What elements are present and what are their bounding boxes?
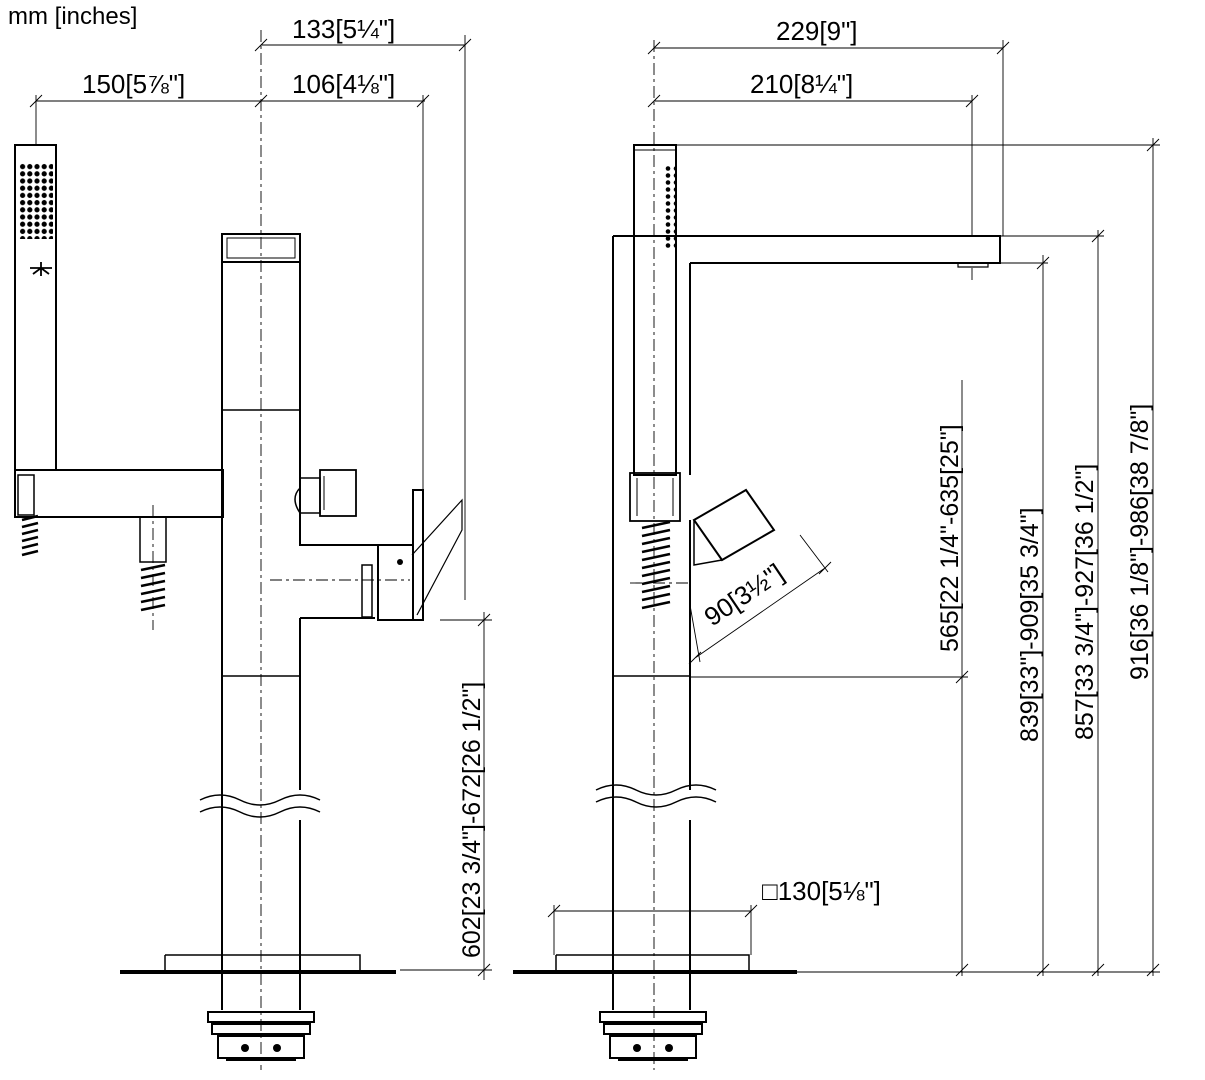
shower-rod (633, 144, 677, 476)
dim-90: 90[3½"] (699, 557, 789, 631)
left-view (14, 30, 492, 1070)
hand-shower (14, 144, 57, 557)
dim-106: 106[4⅛"] (292, 69, 395, 99)
lever-right (692, 488, 776, 566)
lever-handle (361, 489, 463, 621)
units-label: mm [inches] (8, 3, 137, 30)
dim-839: 839[33"]-909[35 3/4"] (1016, 507, 1044, 742)
base-plate (164, 954, 361, 972)
hose-spring-icon-right (641, 520, 671, 610)
dim-916: 916[36 1/8"]-986[38 7/8"] (1126, 404, 1154, 680)
floor-line-left (120, 970, 396, 974)
spout (612, 235, 1001, 264)
dim-210: 210[8¼"] (750, 69, 853, 99)
base-plate-right (555, 954, 750, 972)
shower-logo-icon (30, 262, 52, 276)
dim-150: 150[5⅞"] (82, 69, 185, 99)
dim-857: 857[33 3/4"]-927[36 1/2"] (1071, 464, 1099, 740)
main-column (221, 262, 301, 1010)
right-view (513, 40, 1160, 1070)
main-column-right (612, 263, 691, 1010)
dim-229: 229[9"] (776, 16, 858, 46)
hose-spring-icon (21, 514, 39, 557)
dim-602: 602[23 3/4"]-672[26 1/2"] (458, 682, 486, 958)
shower-holder-arm (14, 469, 224, 518)
dim-130: □130[5⅛"] (762, 876, 881, 906)
floor-line-right (513, 970, 797, 974)
dim-565: 565[22 1/4"-635[25"] (936, 424, 964, 652)
dim-133: 133[5¼"] (292, 14, 395, 44)
floor-nut-right (599, 974, 707, 1061)
